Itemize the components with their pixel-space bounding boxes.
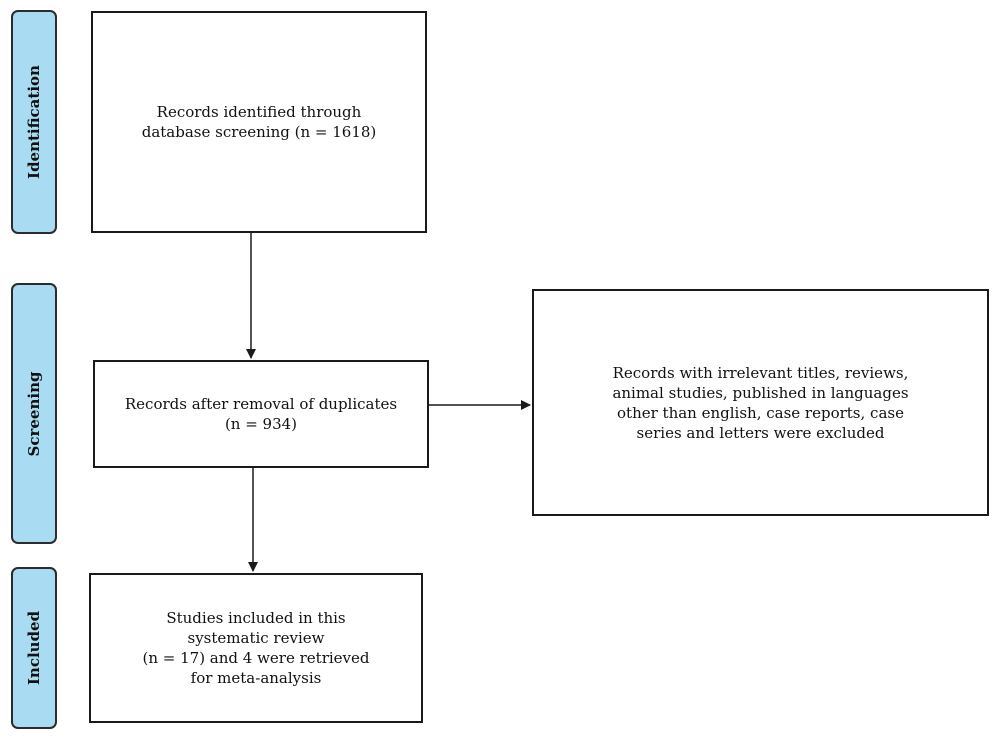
stage-label-included: Included bbox=[11, 567, 57, 729]
included-studies-box: Studies included in this systematic revi… bbox=[89, 573, 423, 723]
stage-label-identification: Identification bbox=[11, 10, 57, 234]
excluded-records-box: Records with irrelevant titles, reviews,… bbox=[532, 289, 989, 516]
stage-label-screening: Screening bbox=[11, 283, 57, 544]
excluded-records-text: Records with irrelevant titles, reviews,… bbox=[612, 363, 909, 442]
after-duplicates-box: Records after removal of duplicates (n =… bbox=[93, 360, 429, 468]
records-identified-box: Records identified through database scre… bbox=[91, 11, 427, 233]
after-duplicates-text: Records after removal of duplicates (n =… bbox=[124, 395, 398, 433]
records-identified-text: Records identified through database scre… bbox=[141, 103, 377, 141]
included-studies-text: Studies included in this systematic revi… bbox=[142, 609, 370, 687]
